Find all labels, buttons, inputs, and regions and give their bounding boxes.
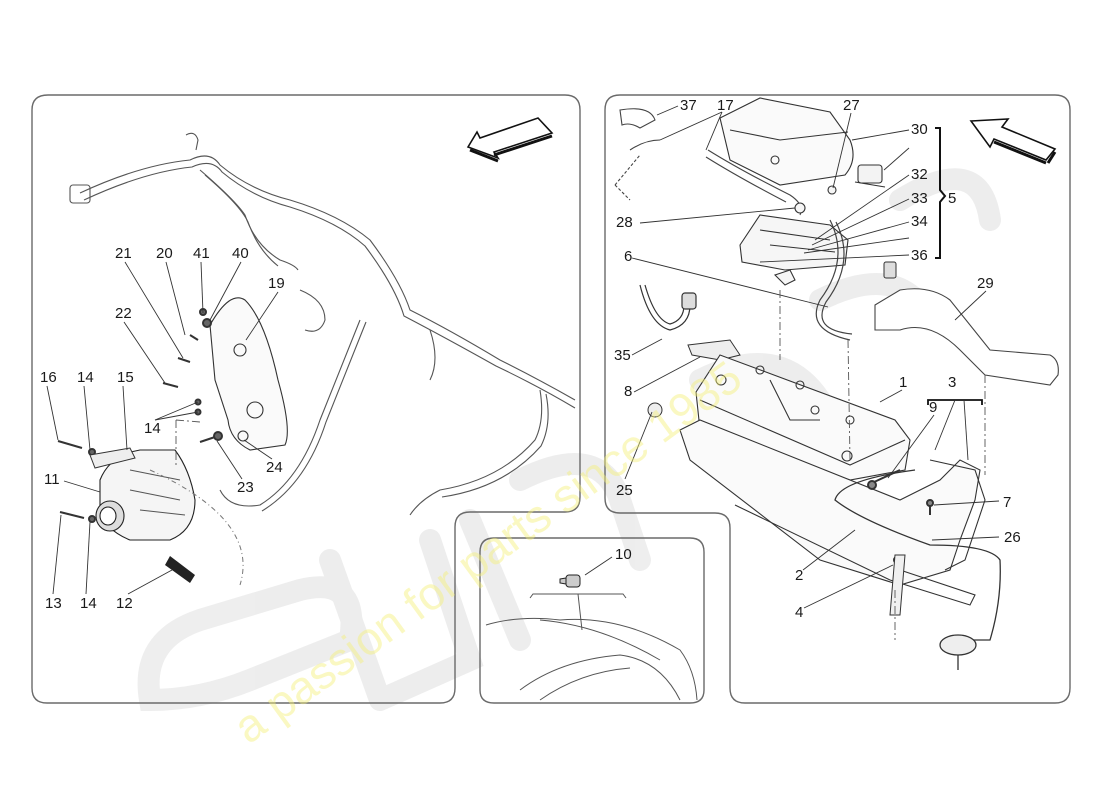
ground-cable: [639, 284, 697, 331]
callout-3: 3: [948, 374, 957, 391]
callout-14a: 14: [77, 369, 94, 386]
trunk-fastener: [559, 574, 581, 588]
relay-connector: [883, 261, 897, 279]
direction-arrow-right: [969, 118, 1057, 165]
callout-29: 29: [977, 275, 994, 292]
callout-6: 6: [624, 248, 633, 265]
callout-21: 21: [115, 245, 132, 262]
callout-16: 16: [40, 369, 57, 386]
callout-22: 22: [115, 305, 132, 322]
callout-26: 26: [1004, 529, 1021, 546]
callout-17: 17: [717, 97, 734, 114]
fuse-junction-block: [739, 185, 849, 286]
battery-control-module: [719, 97, 854, 186]
callout-27: 27: [843, 97, 860, 114]
callout-34: 34: [911, 213, 928, 230]
battery: [695, 354, 911, 481]
callout-19: 19: [268, 275, 285, 292]
direction-arrow-left: [466, 117, 554, 163]
callout-5: 5: [948, 190, 957, 207]
callout-30: 30: [911, 121, 928, 138]
battery-terminal-clamp: [687, 339, 741, 361]
callout-14b: 14: [144, 420, 161, 437]
callout-11: 11: [44, 471, 60, 488]
sensor-module: [854, 164, 886, 188]
inset-panel-frame: [479, 537, 705, 704]
callout-14c: 14: [80, 595, 97, 612]
leader-lines: [46, 105, 1000, 609]
callout-4: 4: [795, 604, 804, 621]
heat-shield-plate: [89, 447, 136, 469]
wiring-harness: [69, 132, 576, 516]
alternator-bracket: [209, 297, 288, 451]
callout-40: 40: [232, 245, 249, 262]
callout-8: 8: [624, 383, 633, 400]
callout-36: 36: [911, 247, 928, 264]
trunk-lid-outline: [485, 593, 698, 701]
support-bracket: [874, 288, 1059, 386]
callout-32: 32: [911, 166, 928, 183]
left-panel-frame: [31, 94, 581, 704]
battery-cable: [815, 219, 851, 341]
callout-37: 37: [680, 97, 697, 114]
callout-24: 24: [266, 459, 283, 476]
alternator: [95, 449, 196, 541]
positive-cable: [614, 108, 802, 216]
battery-tray: [679, 419, 986, 606]
callout-10: 10: [615, 546, 632, 563]
ground-strap: [834, 469, 1001, 670]
callout-33: 33: [911, 190, 928, 207]
callout-15: 15: [117, 369, 134, 386]
callout-7: 7: [1003, 494, 1012, 511]
callout-28: 28: [616, 214, 633, 231]
callout-9: 9: [929, 399, 938, 416]
callout-1: 1: [899, 374, 908, 391]
right-panel-frame: [604, 94, 1071, 704]
assembly-axis-lines: [175, 290, 986, 640]
callout-13: 13: [45, 595, 62, 612]
callout-23: 23: [237, 479, 254, 496]
callout-12: 12: [116, 595, 133, 612]
callout-20: 20: [156, 245, 173, 262]
callout-25: 25: [616, 482, 633, 499]
group-bracket-5: [935, 127, 947, 259]
callout-41: 41: [193, 245, 210, 262]
callout-35: 35: [614, 347, 631, 364]
drive-belt: [149, 469, 244, 586]
callout-2: 2: [795, 567, 804, 584]
hold-down-bracket: [889, 554, 906, 616]
